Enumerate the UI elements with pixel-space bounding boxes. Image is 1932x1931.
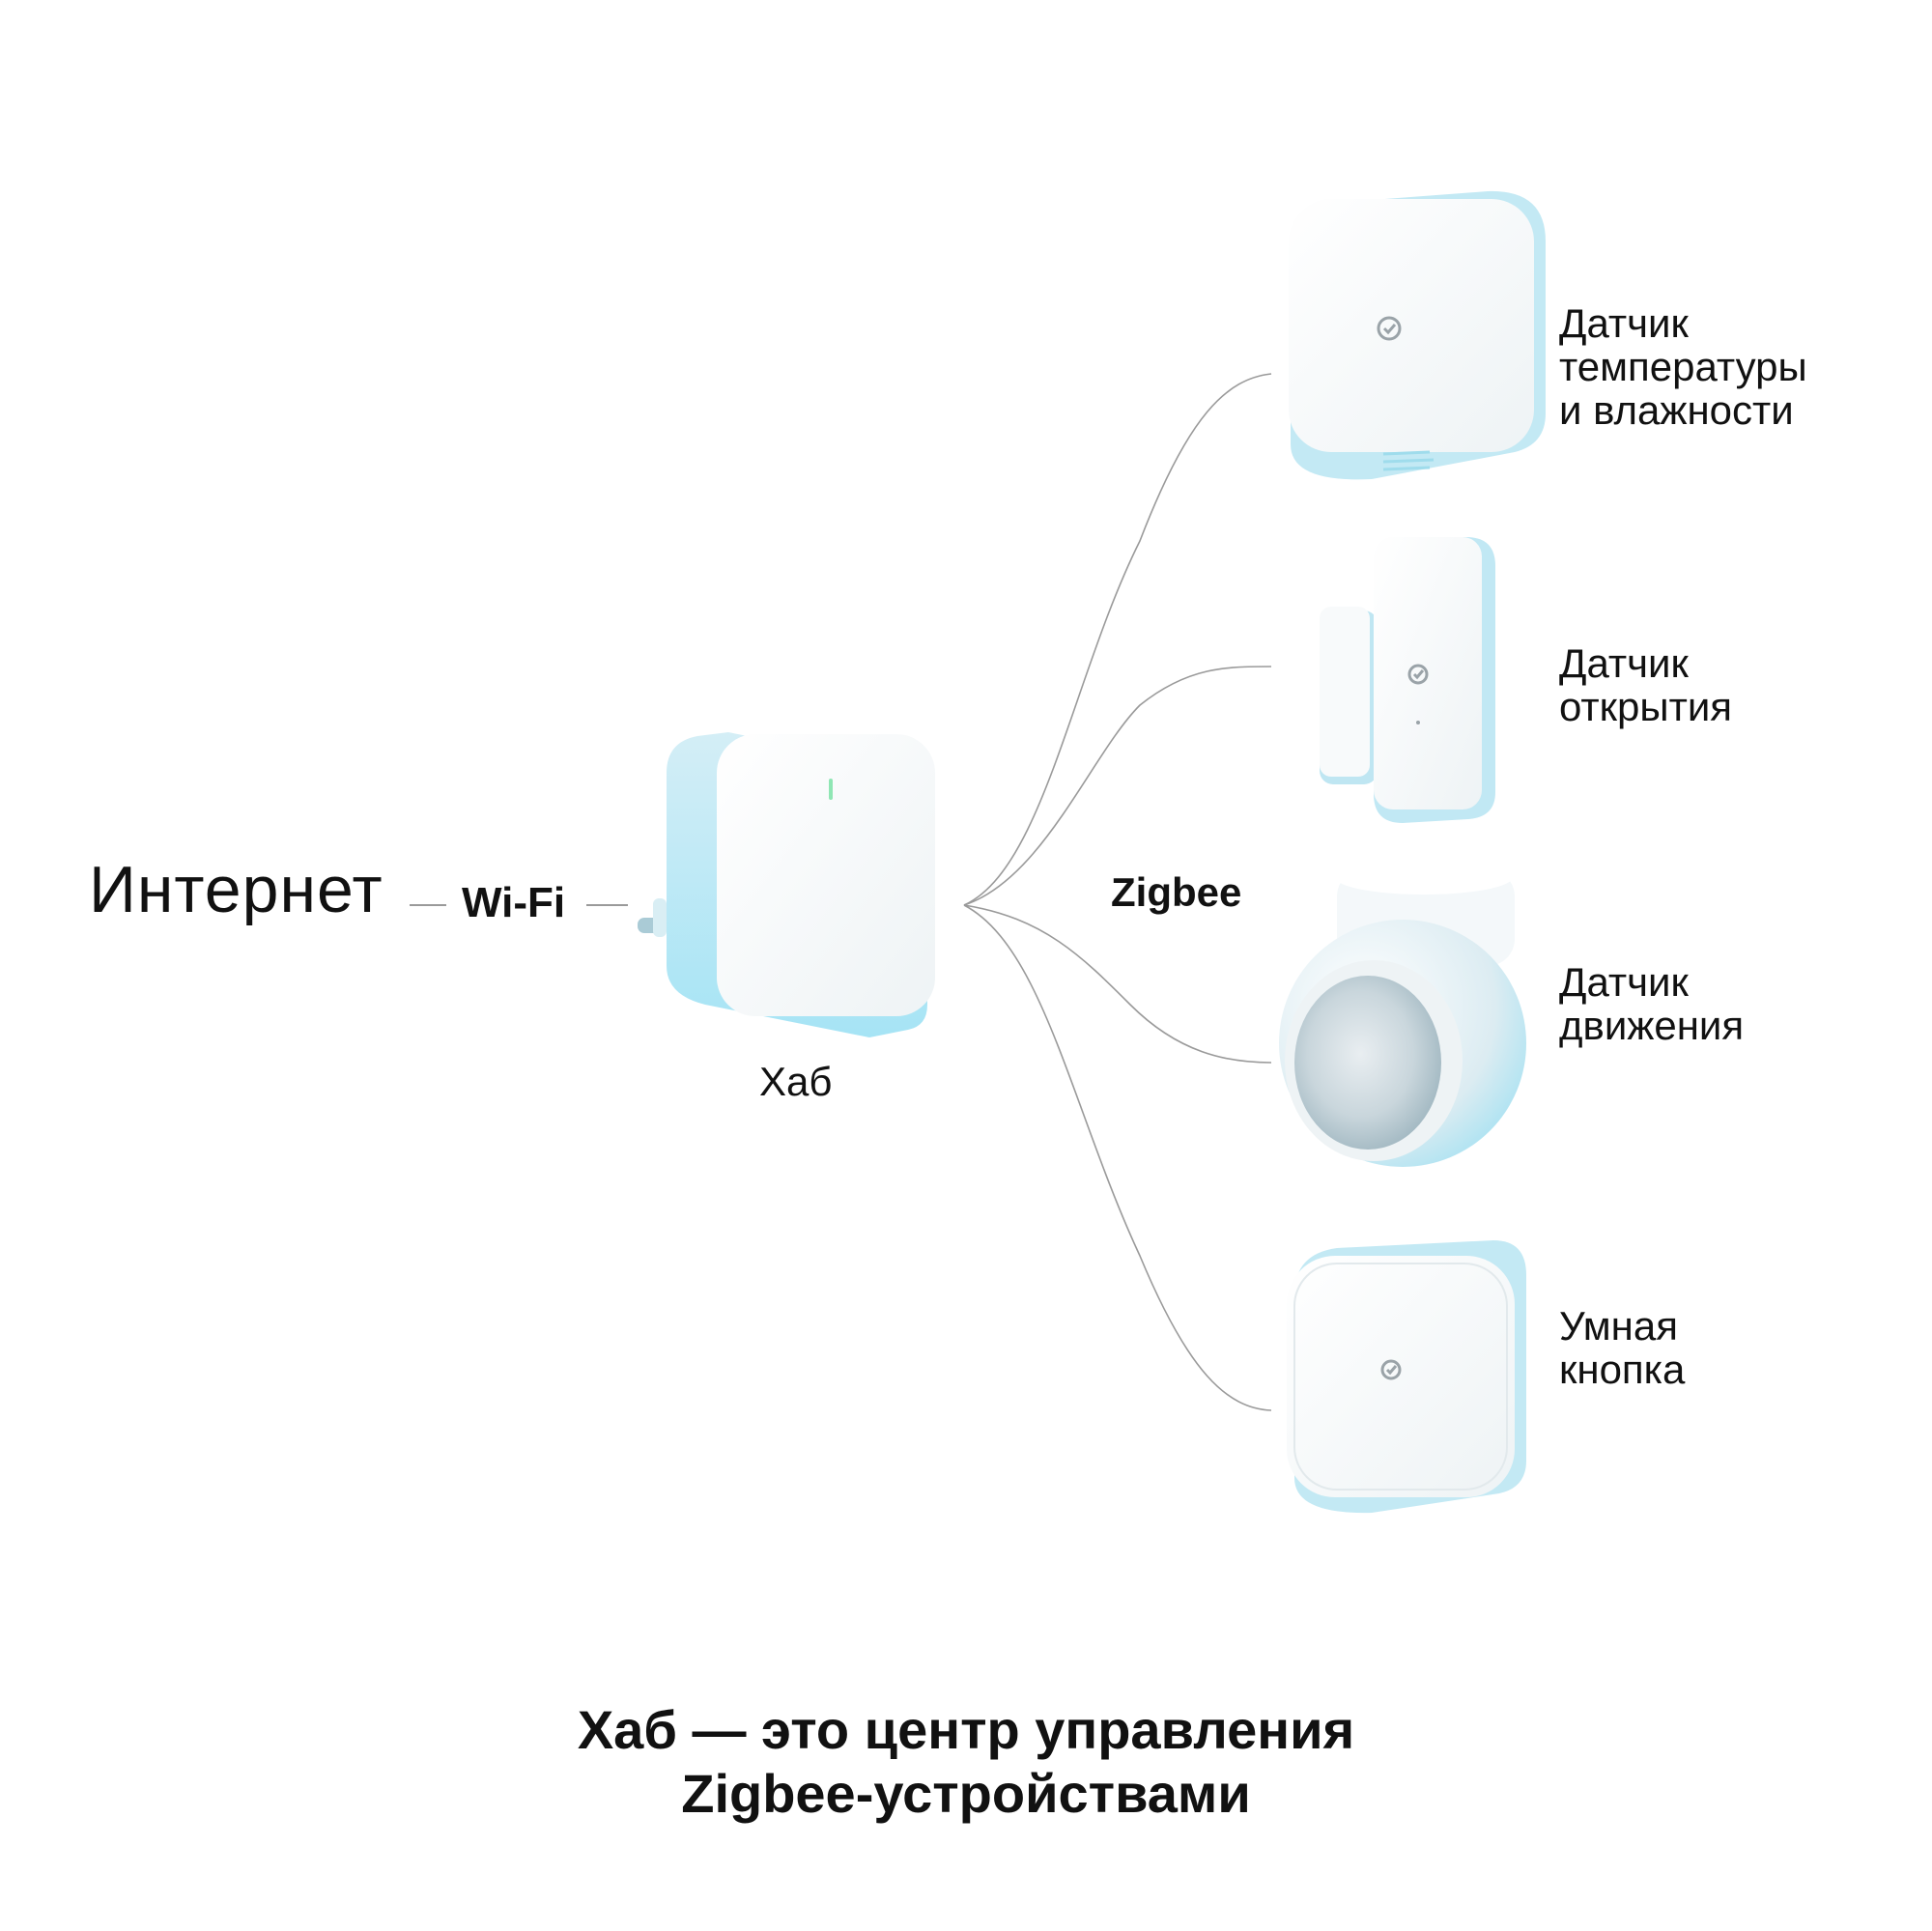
label-line: Датчик bbox=[1559, 300, 1689, 346]
temperature-sensor-device bbox=[1289, 190, 1546, 480]
label-line: Датчик bbox=[1559, 959, 1689, 1005]
link-button bbox=[963, 904, 1272, 1411]
label-line: температуры bbox=[1559, 344, 1807, 389]
brand-logo-icon bbox=[1380, 1359, 1402, 1380]
label-line: Умная bbox=[1559, 1303, 1678, 1349]
smart-button-label: Умная кнопка bbox=[1559, 1304, 1685, 1391]
wifi-label: Wi-Fi bbox=[462, 879, 566, 926]
led-indicator-icon bbox=[829, 779, 833, 800]
brand-logo-icon bbox=[1407, 664, 1429, 685]
motion-sensor-device bbox=[1279, 860, 1526, 1167]
label-line: кнопка bbox=[1559, 1347, 1686, 1392]
temperature-sensor-label: Датчик температуры и влажности bbox=[1559, 301, 1807, 432]
caption: Хаб — это центр управления Zigbee-устрой… bbox=[0, 1698, 1932, 1826]
link-temperature bbox=[963, 373, 1272, 906]
door-sensor-device bbox=[1320, 537, 1495, 823]
door-sensor-label: Датчик открытия bbox=[1559, 641, 1732, 728]
hub-device bbox=[638, 732, 935, 1037]
label-line: Датчик bbox=[1559, 640, 1689, 686]
brand-logo-icon bbox=[1377, 316, 1402, 341]
zigbee-links bbox=[963, 373, 1272, 1411]
label-line: и влажности bbox=[1559, 387, 1794, 433]
hub-label: Хаб bbox=[759, 1059, 833, 1104]
internet-label: Интернет bbox=[89, 853, 384, 926]
link-door bbox=[963, 666, 1272, 906]
label-line: движения bbox=[1559, 1003, 1745, 1048]
link-motion bbox=[963, 904, 1272, 1064]
smart-button-device bbox=[1287, 1240, 1526, 1514]
zigbee-label: Zigbee bbox=[1111, 869, 1242, 915]
caption-line-2: Zigbee-устройствами bbox=[681, 1763, 1251, 1824]
motion-sensor-label: Датчик движения bbox=[1559, 960, 1744, 1047]
vent-slots bbox=[1382, 450, 1435, 471]
caption-line-1: Хаб — это центр управления bbox=[577, 1699, 1355, 1760]
label-line: открытия bbox=[1559, 684, 1733, 729]
